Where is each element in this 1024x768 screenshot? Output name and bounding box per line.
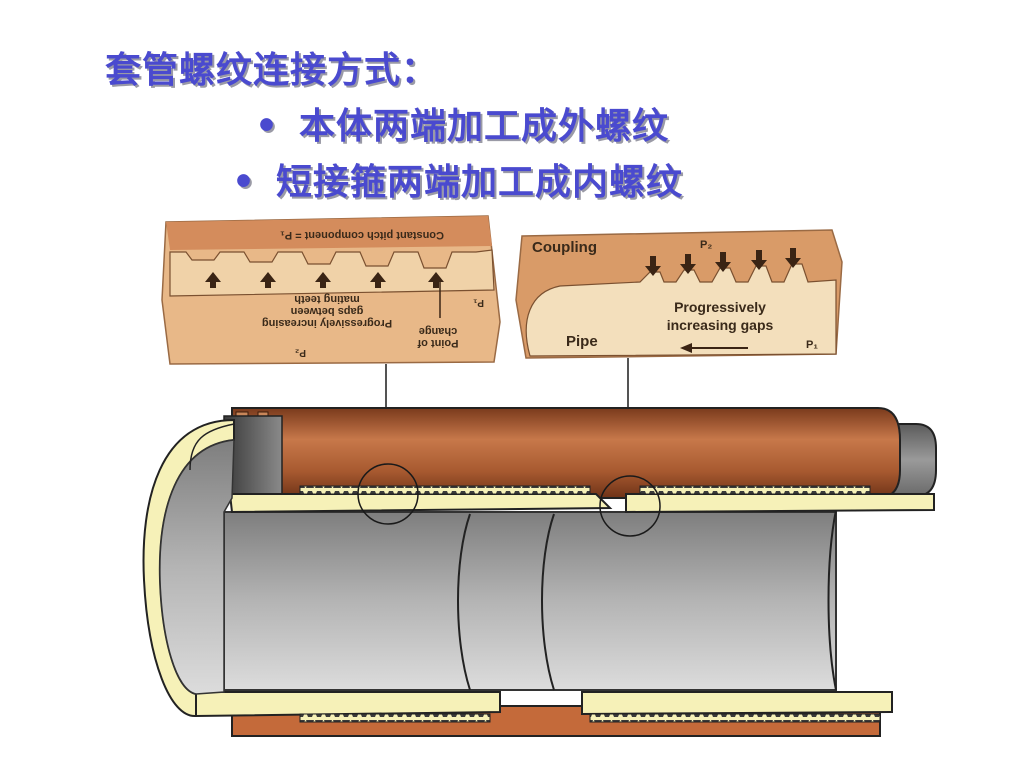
bullet-text-1: 本体两端加工成外螺纹 — [299, 105, 670, 147]
pipe-bore — [223, 511, 837, 691]
left-p2-label: P₂ — [295, 347, 306, 358]
right-thread-inset: Coupling Pipe Progressively increasing g… — [515, 229, 843, 359]
left-middle-label-line-2: gaps between — [290, 305, 363, 317]
bullet-item-2: • 短接箍两端加工成内螺纹 — [232, 160, 683, 204]
top-thread-left — [228, 493, 613, 514]
bullet-item-1: • 本体两端加工成外螺纹 — [255, 104, 669, 148]
bullet-dot-icon: • — [255, 105, 280, 147]
left-p1-label: P₁ — [473, 297, 484, 308]
zoom-circle-right — [599, 475, 661, 537]
zoom-circle-left — [357, 463, 419, 525]
bullet-dot-icon: • — [232, 161, 257, 203]
left-top-label: Constant pitch component = P₁ — [280, 229, 444, 241]
left-change-label-line-1: Point of — [417, 337, 458, 349]
pipe-label: Pipe — [566, 333, 598, 350]
coupling-label: Coupling — [532, 239, 597, 256]
right-p2-label: P₂ — [700, 239, 712, 251]
left-thread-inset: Constant pitch component = P₁ Progressiv… — [161, 215, 501, 365]
left-middle-label-line-1: Progressively increasing — [262, 317, 392, 329]
coupling-body — [231, 407, 901, 499]
left-inset-arrows — [205, 272, 444, 288]
pipe-cutaway — [142, 407, 937, 737]
gap-direction-arrow — [680, 343, 748, 353]
title-block: 套管螺纹连接方式： • 本体两端加工成外螺纹 • 短接箍两端加工成内螺纹 — [0, 0, 1024, 215]
bottom-thread-left — [195, 691, 501, 718]
bottom-thread-right — [581, 691, 893, 716]
right-p1-label: P₁ — [806, 339, 818, 351]
slide-title: 套管螺纹连接方式： — [105, 49, 439, 91]
gaps-label-line-1: Progressively — [674, 299, 766, 315]
left-middle-label-line-3: mating teeth — [294, 293, 360, 305]
right-inset-arrows — [645, 248, 801, 276]
gaps-label-line-2: increasing gaps — [667, 317, 774, 333]
left-change-label-line-2: change — [419, 325, 458, 337]
top-thread-right — [625, 493, 935, 514]
bullet-text-2: 短接箍两端加工成内螺纹 — [276, 161, 684, 203]
